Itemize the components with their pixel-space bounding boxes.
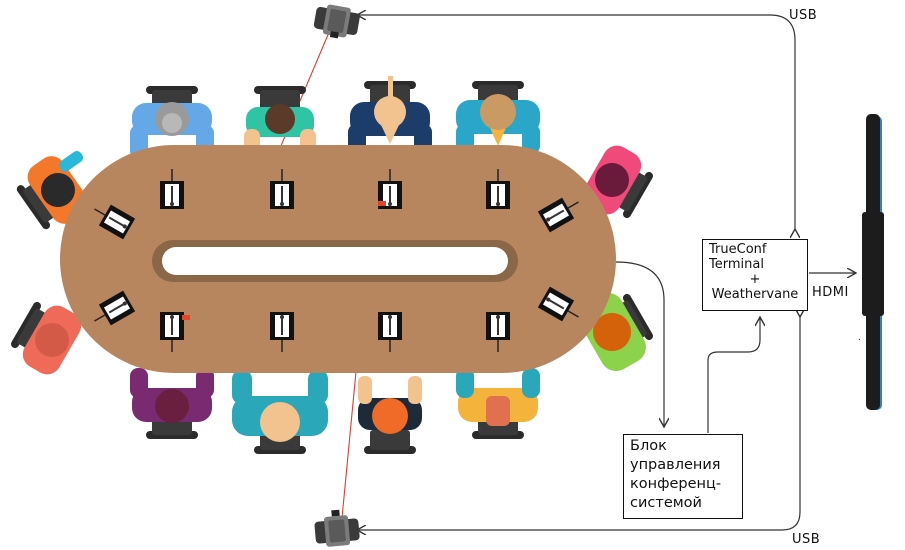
monitor-icon [862, 114, 884, 410]
terminal-line-3: + [749, 272, 761, 287]
person-left-bottom [9, 300, 82, 375]
usb-label-top: USB [789, 8, 818, 23]
person-top-3 [348, 76, 432, 154]
hdmi-label: HDMI [812, 285, 849, 300]
control-to-terminal-line [707, 318, 760, 433]
camera-bottom-icon [314, 509, 360, 547]
control-line-1: Блок [630, 438, 667, 454]
terminal-line-2: Terminal [709, 257, 764, 272]
terminal-line-4: Weathervane [711, 287, 799, 302]
control-line-2: управления [630, 457, 721, 473]
person-bottom-2 [232, 370, 328, 454]
usb-line-top [358, 15, 795, 230]
person-top-4 [456, 81, 540, 154]
usb-label-bottom: USB [792, 532, 821, 547]
conference-control-box: Блок управления конференц- системой [623, 434, 743, 519]
usb-line-bottom [358, 316, 800, 530]
terminal-line-1: TrueConf [709, 242, 767, 257]
person-bottom-4 [456, 368, 540, 439]
connection-lines [358, 15, 855, 530]
dot-mark: . [858, 332, 861, 343]
conference-table [60, 145, 616, 373]
control-line-4: системой [630, 495, 702, 511]
camera-top-icon [313, 4, 360, 39]
person-bottom-1 [130, 368, 214, 439]
microphones [87, 168, 586, 353]
trueconf-terminal-box: TrueConf Terminal + Weathervane [702, 239, 808, 311]
table-to-control-line [615, 261, 664, 426]
person-bottom-3 [358, 376, 422, 454]
control-line-3: конференц- [630, 476, 722, 492]
